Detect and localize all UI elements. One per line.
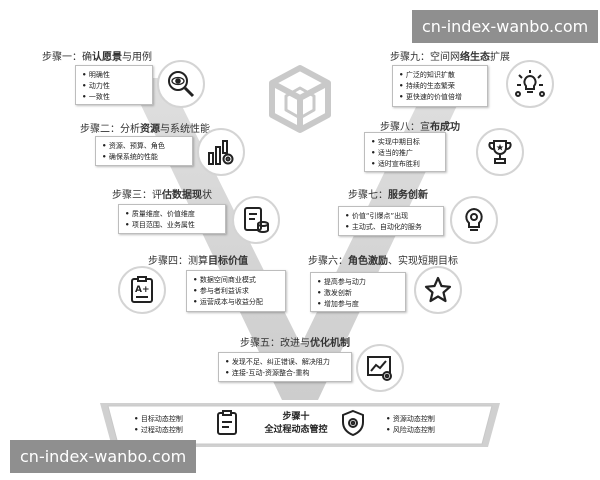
list-item: 主动式、自动化的服务	[345, 222, 437, 233]
list-item: 增加参与度	[317, 299, 399, 310]
list-item: 运营成本与收益分配	[193, 297, 279, 308]
list-item: 目标动态控制	[134, 414, 183, 425]
clipboard-check-icon	[216, 410, 238, 440]
lightbulb-gear-icon	[450, 196, 498, 244]
list-item: 明确性	[82, 70, 146, 81]
list-item: 连接-互动-资源整合-重构	[225, 368, 345, 379]
list-item: 项目范围、业务属性	[125, 220, 219, 231]
step1-box: 明确性 动力性 一致性	[75, 65, 153, 105]
svg-text:A+: A+	[135, 285, 150, 295]
step4-title: 步骤四：测算目标价值	[148, 256, 248, 267]
trophy-icon	[476, 128, 524, 176]
star-icon	[414, 266, 462, 314]
step7-title: 步骤七：服务创新	[348, 190, 428, 201]
bottom-left-list: 目标动态控制 过程动态控制	[134, 414, 183, 436]
list-item: 激发创新	[317, 288, 399, 299]
step8-box: 实现中期目标 适当的推广 适时宣布胜利	[364, 132, 446, 172]
list-item: 风险动态控制	[386, 425, 435, 436]
list-item: 质量维度、价值维度	[125, 209, 219, 220]
list-item: 一致性	[82, 92, 146, 103]
list-item: 动力性	[82, 81, 146, 92]
step5-box: 发现不足、纠正错误、解决阻力 连接-互动-资源整合-重构	[218, 352, 352, 382]
list-item: 资源、预算、角色	[102, 141, 186, 152]
list-item: 更快速的价值倍增	[399, 92, 481, 103]
watermark-bottom: cn-index-wanbo.com	[10, 440, 197, 473]
step5-title: 步骤五：改进与优化机制	[240, 338, 350, 349]
list-item: 确保系统的性能	[102, 152, 186, 163]
step4-box: 数据空间商业模式 参与者利益诉求 运营成本与收益分配	[186, 270, 286, 312]
bottom-title: 步骤十 全过程动态管控	[256, 411, 336, 437]
shield-gear-icon	[340, 409, 366, 441]
step3-title: 步骤三：评估数据现状	[112, 190, 212, 201]
step7-box: 价值“引爆点”出现 主动式、自动化的服务	[338, 206, 444, 236]
step3-box: 质量维度、价值维度 项目范围、业务属性	[118, 204, 226, 234]
list-item: 资源动态控制	[386, 414, 435, 425]
bottom-title-line1: 步骤十	[282, 412, 310, 422]
step6-box: 提高参与动力 激发创新 增加参与度	[310, 272, 406, 312]
list-item: 提高参与动力	[317, 277, 399, 288]
step6-title: 步骤六：角色激励、实现短期目标	[308, 256, 458, 267]
bar-chart-gear-icon	[197, 128, 245, 176]
list-item: 适当的推广	[371, 148, 439, 159]
list-item: 实现中期目标	[371, 137, 439, 148]
step2-box: 资源、预算、角色 确保系统的性能	[95, 136, 193, 166]
cube-logo	[269, 65, 331, 133]
watermark-top: cn-index-wanbo.com	[412, 10, 599, 43]
list-item: 发现不足、纠正错误、解决阻力	[225, 357, 345, 368]
lightbulb-network-icon	[506, 60, 554, 108]
bottom-title-line2: 全过程动态管控	[264, 425, 328, 435]
chart-gear-icon	[356, 344, 404, 392]
step1-title: 步骤一：确认愿景与用例	[42, 52, 152, 63]
step2-title: 步骤二：分析资源与系统性能	[80, 124, 210, 135]
clipboard-grade-icon: A+	[118, 266, 166, 314]
database-document-icon	[232, 196, 280, 244]
magnifier-eye-icon	[157, 60, 205, 108]
list-item: 适时宣布胜利	[371, 159, 439, 170]
list-item: 数据空间商业模式	[193, 275, 279, 286]
list-item: 广泛的知识扩散	[399, 70, 481, 81]
step9-title: 步骤九：空间网络生态扩展	[390, 52, 510, 63]
list-item: 参与者利益诉求	[193, 286, 279, 297]
list-item: 价值“引爆点”出现	[345, 211, 437, 222]
list-item: 持续的生态繁荣	[399, 81, 481, 92]
bottom-right-list: 资源动态控制 风险动态控制	[386, 414, 435, 436]
step8-title: 步骤八：宣布成功	[380, 122, 460, 133]
step9-box: 广泛的知识扩散 持续的生态繁荣 更快速的价值倍增	[392, 65, 488, 107]
list-item: 过程动态控制	[134, 425, 183, 436]
v-shape	[128, 78, 470, 400]
